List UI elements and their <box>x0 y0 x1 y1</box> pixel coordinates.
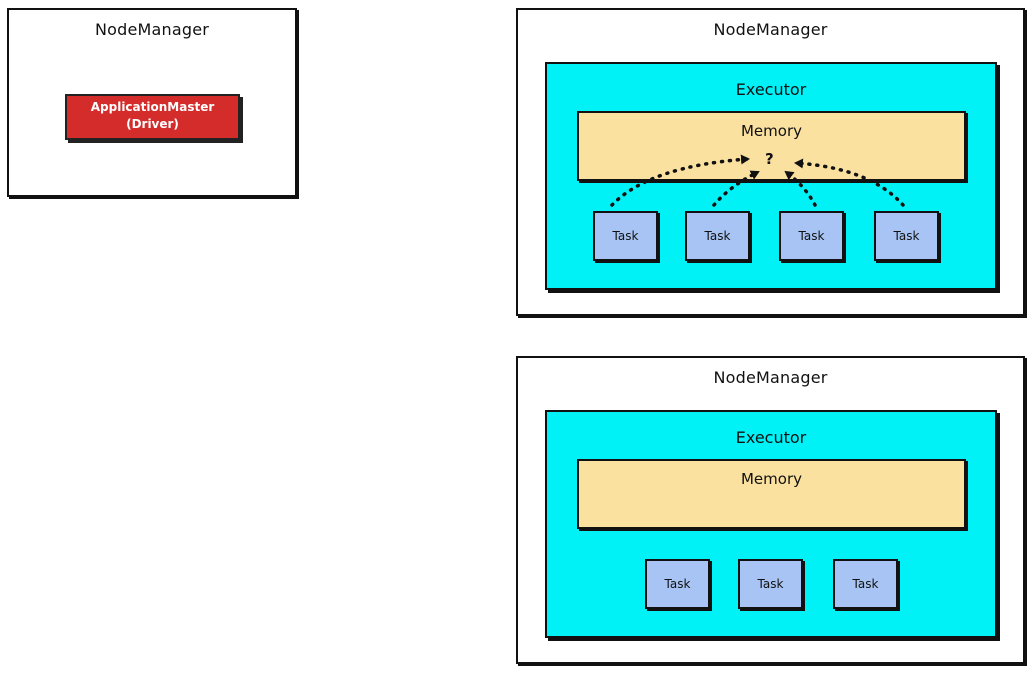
memory-label: Memory <box>740 122 802 140</box>
task-box: Task <box>779 211 844 261</box>
application-master-box: ApplicationMaster (Driver) <box>65 94 240 140</box>
nodemanager-title: NodeManager <box>94 20 210 39</box>
nodemanager-worker-1: NodeManager Executor Memory Task Task Ta… <box>516 8 1025 316</box>
executor-title: Executor <box>735 80 807 99</box>
task-box: Task <box>833 559 898 609</box>
task-box: Task <box>685 211 750 261</box>
nodemanager-worker-2: NodeManager Executor Memory Task Task Ta… <box>516 356 1025 664</box>
application-master-label: ApplicationMaster <box>90 100 215 114</box>
executor-2: Executor Memory Task Task Task <box>545 410 997 638</box>
nodemanager-title: NodeManager <box>713 368 828 387</box>
memory-block-2: Memory <box>577 459 966 529</box>
task-box: Task <box>593 211 658 261</box>
executor-1: Executor Memory Task Task Task Task <box>545 62 997 290</box>
question-mark: ? <box>765 150 774 168</box>
arrow-task3-memory <box>784 170 817 207</box>
driver-label: (Driver) <box>126 117 179 131</box>
task-box: Task <box>738 559 803 609</box>
memory-block-1: Memory <box>577 111 966 181</box>
arrow-task1-memory <box>610 154 750 207</box>
executor-title: Executor <box>735 428 807 447</box>
memory-label: Memory <box>740 470 802 488</box>
task-box: Task <box>874 211 939 261</box>
nodemanager-driver: NodeManager ApplicationMaster (Driver) <box>7 8 297 197</box>
arrow-task4-memory <box>794 158 905 207</box>
task-box: Task <box>645 559 710 609</box>
arrow-task2-memory <box>712 170 760 207</box>
nodemanager-title: NodeManager <box>713 20 828 39</box>
